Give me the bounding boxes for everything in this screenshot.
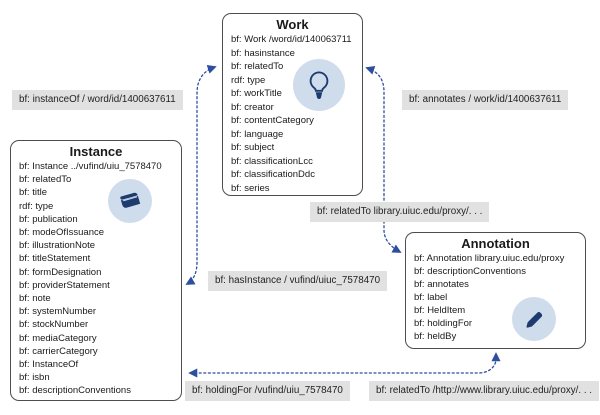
property-line: rdf: type [231,74,266,86]
relationship-label-instanceof: bf: instanceOf / word/id/1400637611 [12,90,183,110]
lightbulb-icon [293,59,345,111]
entity-properties-annotation: bf: Annotation library.uiuc.edu/proxy bf:… [406,251,585,343]
entity-title-annotation: Annotation [461,236,530,251]
property-line: bf: Instance ../vufind/uiu_7578470 [19,161,162,172]
property-line: bf: descriptionConventions [19,385,131,397]
property-line: bf: titleStatement [19,253,91,265]
property-line: bf: creator [231,101,274,113]
property-line: bf: label [414,292,448,303]
relationship-label-hasinstance: bf: hasInstance / vufind/uiuc_7578470 [208,271,388,291]
property-line: bf: annotates [414,279,469,290]
property-line: bf: series [231,182,270,194]
property-line: bf: contentCategory [231,115,314,126]
property-line: bf: mediaCategory [19,332,97,344]
arrow-annotation-work [365,65,402,253]
property-line: bf: heldBy [414,331,457,342]
property-line: bf: workTitle [231,88,282,99]
property-line: bf: isbn [19,372,50,384]
property-line: bf: subject [231,142,275,153]
entity-box-annotation: Annotation bf: Annotation library.uiuc.e… [405,232,586,349]
property-line: bf: modeOfIssuance [19,227,105,239]
property-line: bf: publication [19,213,78,225]
property-line: bf: formDesignation [19,266,102,278]
property-line: bf: hasinstance [231,47,295,59]
property-line: bf: illustrationNote [19,240,96,252]
entity-box-work: Work bf: Work /word/id/140063711 bf: hasi… [222,13,363,196]
property-line: bf: holdingFor [414,318,473,329]
property-line: bf: stockNumber [19,319,89,331]
property-line: bf: Annotation library.uiuc.edu/proxy [414,253,565,264]
property-line: bf: classificationLcc [231,155,313,167]
property-line: bf: relatedTo [19,174,72,186]
property-line: bf: Work /word/id/140063711 [231,34,352,45]
entity-box-instance: Instance bf: Instance ../vufind/uiu_7578… [10,140,182,401]
property-line: bf: title [19,187,47,199]
property-line: bf: descriptionConventions [414,266,526,277]
property-line: bf: relatedTo [231,61,284,72]
property-line: bf: systemNumber [19,306,97,318]
relationship-label-holdingfor: bf: holdingFor /vufind/uiu_7578470 [185,381,350,401]
property-line: rdf: type [19,200,54,212]
property-line: bf: classificationDdc [231,169,315,180]
arrow-annotation-instance [188,352,501,378]
property-line: bf: providerStatement [19,279,110,291]
relationship-label-annotates: bf: annotates / work/id/1400637611 [402,90,569,110]
pencil-icon [512,297,556,341]
property-line: bf: carrierCategory [19,345,98,357]
entity-title-instance: Instance [69,144,123,159]
entity-properties-work: bf: Work /word/id/140063711 bf: hasinstan… [223,32,362,195]
property-line: bf: InstanceOf [19,359,79,371]
property-line: bf: note [19,293,51,305]
book-icon [108,179,152,223]
relationship-label-relatedto-proxy: bf: relatedTo library.uiuc.edu/proxy/. .… [310,202,490,222]
entity-properties-instance: bf: Instance ../vufind/uiu_7578470 bf: re… [11,159,181,398]
relationship-label-relatedto-http: bf: relatedTo /http://www.library.uiuc.e… [369,381,599,401]
entity-title-work: Work [276,17,309,32]
property-line: bf: HeldItem [414,305,466,316]
arrow-instance-work [185,64,217,285]
property-line: bf: language [231,128,284,140]
